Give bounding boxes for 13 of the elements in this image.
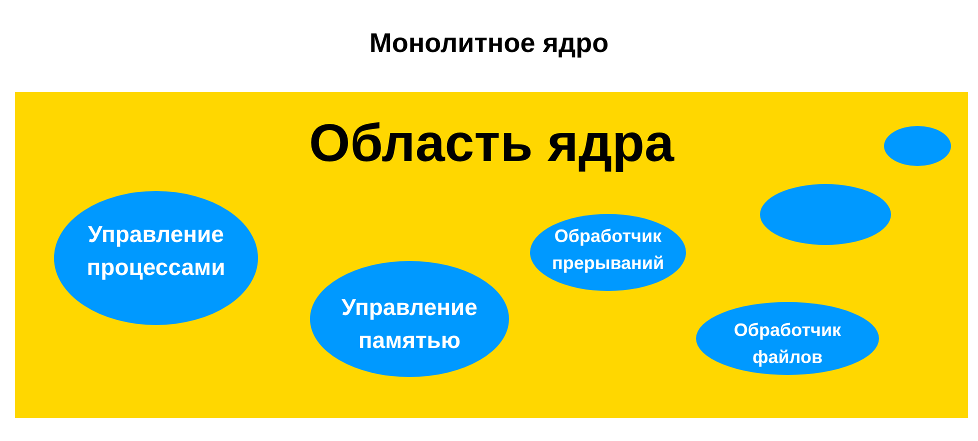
node-label: Управление процессами (86, 220, 226, 282)
empty-ellipse (760, 184, 891, 245)
ellipse-node (530, 214, 686, 291)
empty-ellipse (884, 126, 951, 166)
ellipse-node (310, 261, 509, 377)
area-panel (15, 92, 968, 418)
diagram-title: Монолитное ядро (369, 28, 609, 58)
panel-heading: Область ядра (309, 114, 674, 175)
node-label: Обработчик файлов (732, 319, 842, 369)
ellipse-node (54, 191, 258, 325)
node-label: Обработчик прерываний (550, 225, 666, 275)
ellipse-node (696, 302, 879, 375)
node-label: Управление памятью (340, 292, 478, 355)
